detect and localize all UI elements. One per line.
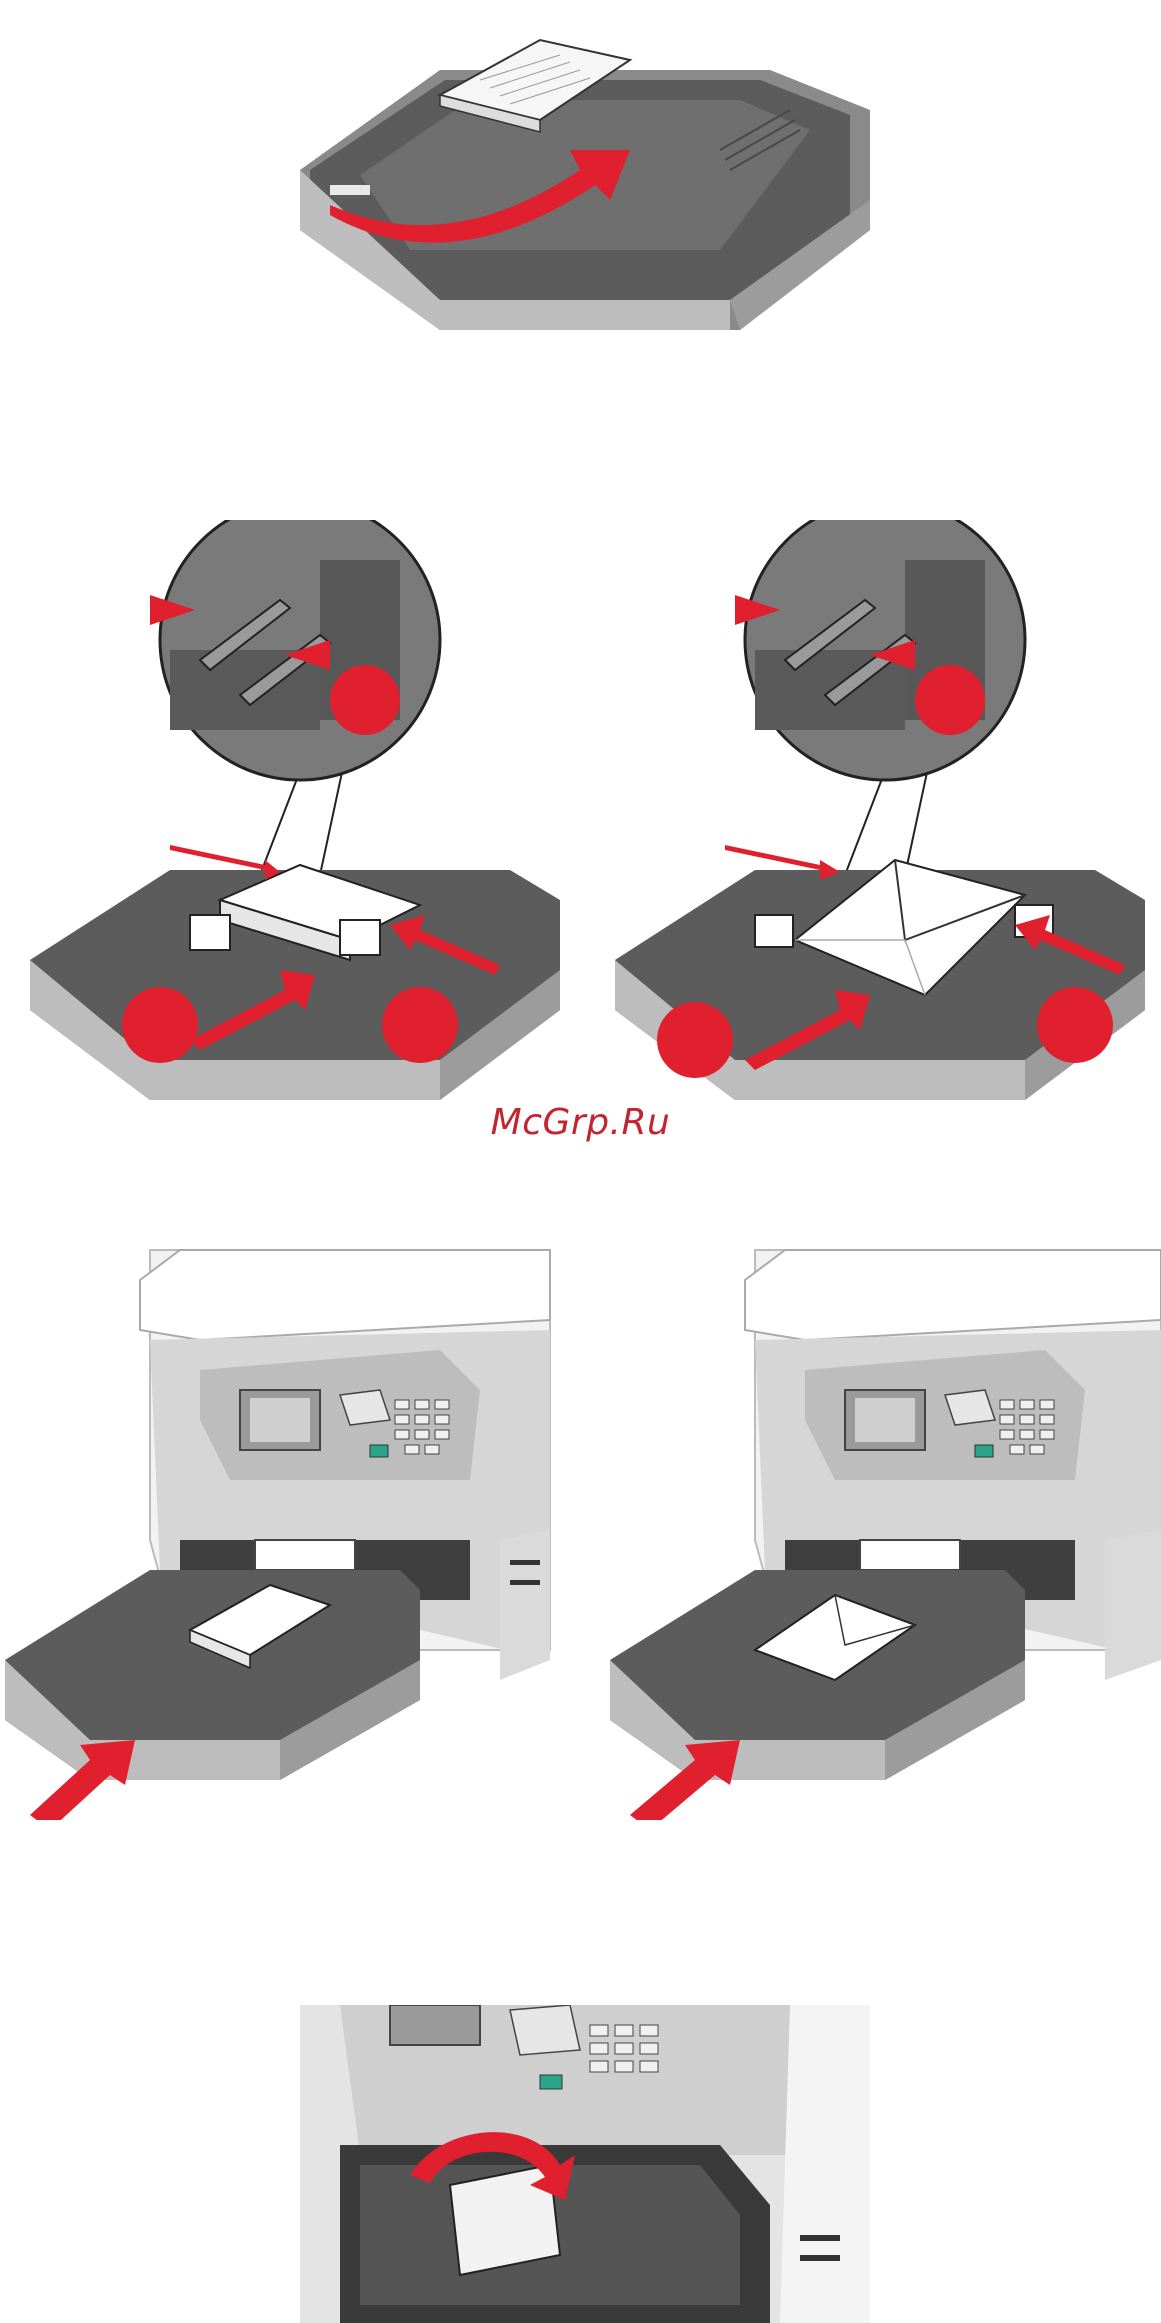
zoom-callout-icon <box>735 520 1025 875</box>
zoom-callout-icon <box>150 520 440 875</box>
paper-tray-icon <box>610 1570 1025 1780</box>
figure-insert-tray-envelope <box>605 1240 1161 1820</box>
figure-guides-envelopes <box>605 520 1161 1110</box>
figure-insert-tray-photo <box>0 1240 560 1820</box>
watermark-text: McGrp.Ru <box>0 1102 1161 1143</box>
figure-paper-stop <box>300 2005 870 2323</box>
figure-tray-pull-out <box>290 0 890 340</box>
printer-icon <box>300 2005 870 2323</box>
paper-tray-icon <box>300 70 870 330</box>
marker-dot-icon <box>122 987 198 1063</box>
marker-dot-icon <box>1037 987 1113 1063</box>
marker-dot-icon <box>382 987 458 1063</box>
marker-dot-icon <box>657 1002 733 1078</box>
figure-guides-photo-paper <box>20 520 580 1110</box>
paper-tray-icon <box>5 1570 420 1780</box>
